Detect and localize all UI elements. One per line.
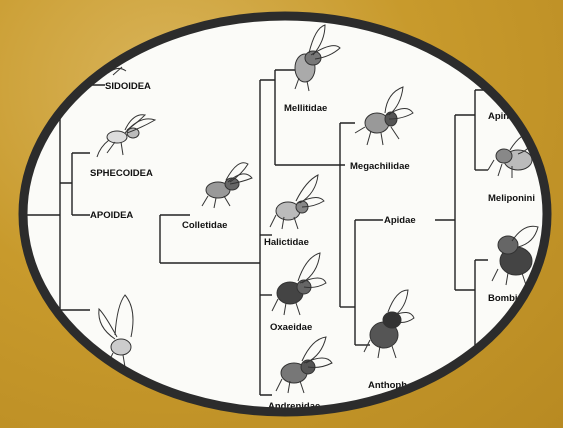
label-meliponini: Meliponini <box>488 193 535 204</box>
label-melittidae: Mellitidae <box>284 103 327 114</box>
bee-phylogeny-diagram: SIDOIDEA SPHECOIDEA APOIDEA Colletidae M… <box>10 5 560 423</box>
label-megachilidae: Megachilidae <box>350 161 410 172</box>
label-sidoidea: SIDOIDEA <box>105 81 151 92</box>
bee-icon <box>500 55 540 89</box>
label-oxaeidae: Oxaeidae <box>270 322 312 333</box>
label-apoidea: APOIDEA <box>90 210 133 221</box>
label-apidae: Apidae <box>384 215 416 226</box>
label-sphecoidea: SPHECOIDEA <box>90 168 153 179</box>
label-halictidae: Halictidae <box>264 237 309 248</box>
label-colletidae: Colletidae <box>182 220 227 231</box>
